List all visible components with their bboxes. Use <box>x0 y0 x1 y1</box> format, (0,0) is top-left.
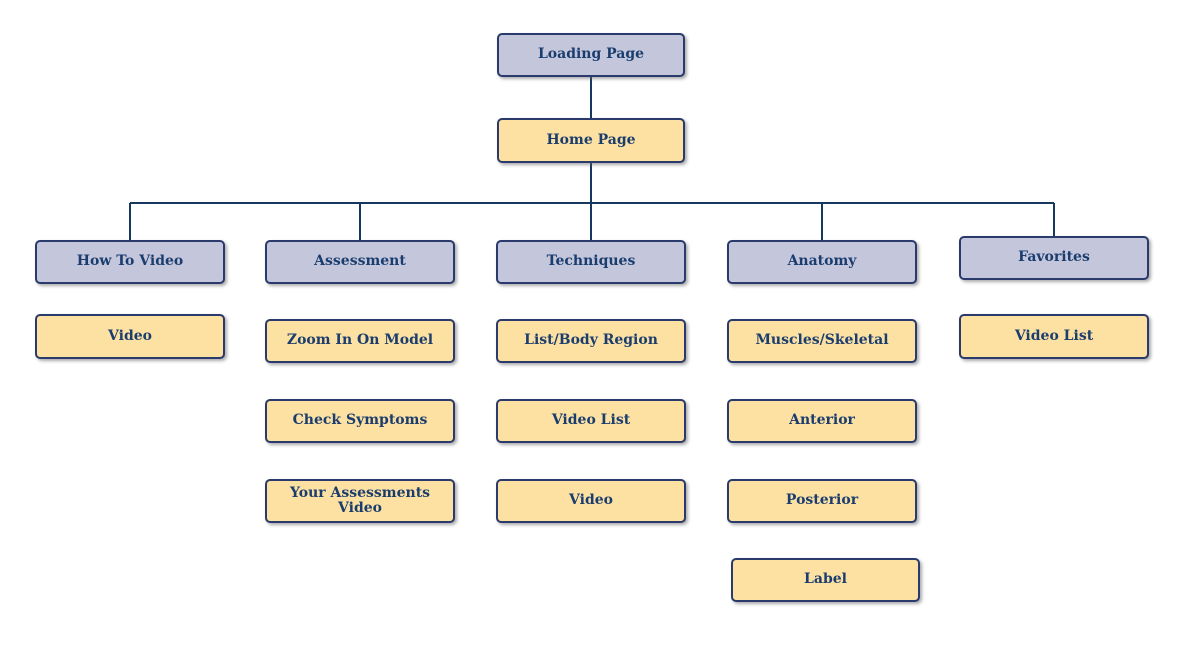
node-anatomy: Anatomy <box>727 240 917 284</box>
node-home-page: Home Page <box>497 118 685 163</box>
node-how-to-video: How To Video <box>35 240 225 284</box>
node-label: Label <box>731 558 920 602</box>
node-muscles-skeletal: Muscles/Skeletal <box>727 319 917 363</box>
node-techniques: Techniques <box>496 240 686 284</box>
node-loading-page: Loading Page <box>497 33 685 77</box>
node-favorites: Favorites <box>959 236 1149 280</box>
node-check-symptoms: Check Symptoms <box>265 399 455 443</box>
node-video-list-techniques: Video List <box>496 399 686 443</box>
node-list-body-region: List/Body Region <box>496 319 686 363</box>
node-video: Video <box>35 314 225 359</box>
node-posterior: Posterior <box>727 479 917 523</box>
node-your-assessments-video: Your Assessments Video <box>265 479 455 523</box>
node-assessment: Assessment <box>265 240 455 284</box>
node-anterior: Anterior <box>727 399 917 443</box>
node-video-list-favorites: Video List <box>959 314 1149 359</box>
node-zoom-in-on-model: Zoom In On Model <box>265 319 455 363</box>
node-video-techniques: Video <box>496 479 686 523</box>
